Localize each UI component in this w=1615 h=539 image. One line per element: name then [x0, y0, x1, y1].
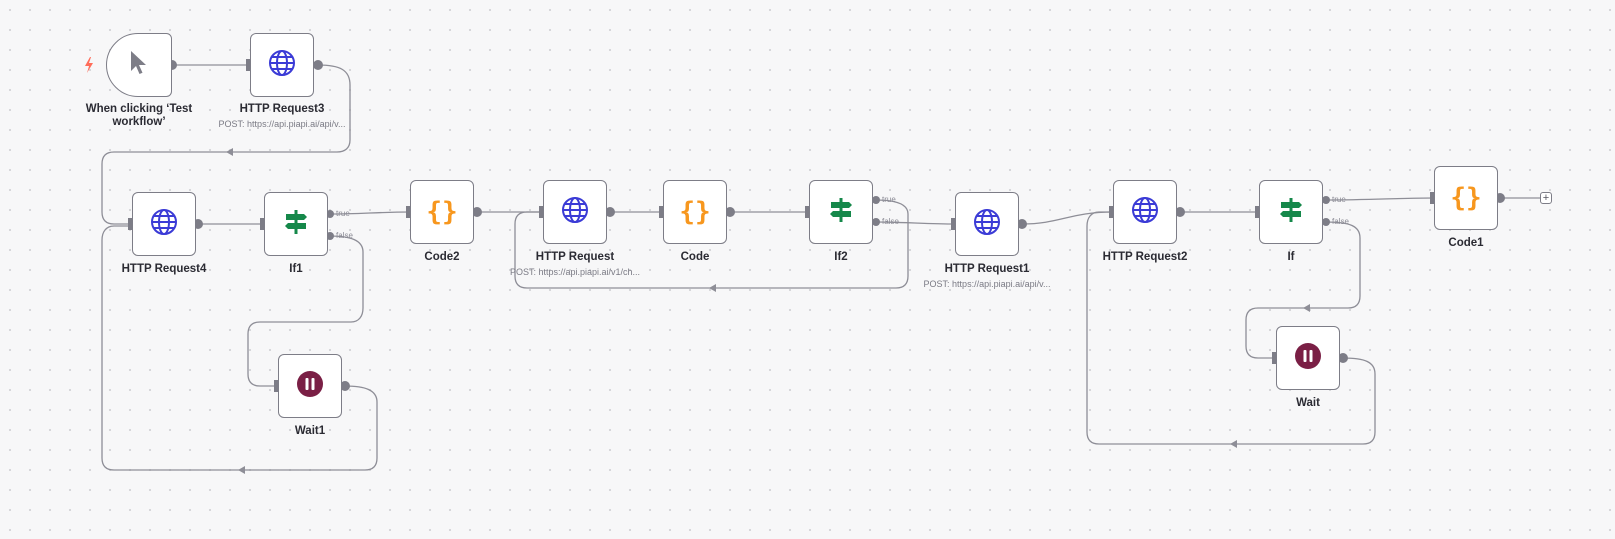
signpost-icon — [1277, 196, 1305, 229]
output-handle-false[interactable] — [326, 232, 334, 240]
output-handle-true[interactable] — [1322, 196, 1330, 204]
globe-icon — [973, 208, 1001, 241]
node-label: HTTP Request4 — [121, 263, 207, 275]
branch-label-false: false — [336, 231, 353, 240]
connection-if1-false-wait1[interactable] — [247, 235, 364, 387]
pause-icon — [296, 370, 324, 403]
trigger-bolt-icon — [84, 57, 94, 78]
branch-label-false: false — [882, 217, 899, 226]
input-handle[interactable] — [951, 218, 955, 230]
branch-label-true: true — [1332, 195, 1346, 204]
output-handle[interactable] — [1175, 207, 1185, 217]
input-handle[interactable] — [539, 206, 543, 218]
input-handle[interactable] — [1272, 352, 1276, 364]
node-label: Code1 — [1448, 237, 1484, 249]
branch-label-false: false — [1332, 217, 1349, 226]
node-label: If2 — [834, 251, 848, 263]
node-label: When clicking ‘Test workflow’ — [85, 103, 193, 128]
connections — [101, 64, 1540, 471]
output-handle[interactable] — [1338, 353, 1348, 363]
node-sublabel: POST: https://api.piapi.ai/api/v... — [923, 279, 1051, 289]
code-braces-icon: {} — [1450, 183, 1482, 213]
connection-http3-http4[interactable] — [101, 64, 351, 225]
connection-if-true-code1[interactable] — [1325, 197, 1435, 201]
branch-label-true: true — [882, 195, 896, 204]
connection-if1-true-code2[interactable] — [329, 211, 411, 215]
input-handle[interactable] — [260, 218, 264, 230]
node-http-request[interactable] — [543, 180, 607, 244]
pause-icon — [1294, 342, 1322, 375]
input-handle[interactable] — [805, 206, 809, 218]
output-handle-false[interactable] — [872, 218, 880, 226]
node-label: If — [1287, 251, 1295, 263]
node-label: Code — [680, 251, 710, 263]
node-wait[interactable] — [1276, 326, 1340, 390]
output-handle[interactable] — [313, 60, 323, 70]
branch-label-true: true — [336, 209, 350, 218]
input-handle[interactable] — [659, 206, 663, 218]
connection-if-false-wait[interactable] — [1245, 221, 1361, 359]
code-braces-icon: {} — [426, 197, 458, 227]
output-handle-false[interactable] — [1322, 218, 1330, 226]
input-handles — [128, 59, 1434, 392]
output-handles — [167, 60, 1505, 391]
output-handle[interactable] — [472, 207, 482, 217]
input-handle[interactable] — [128, 218, 132, 230]
node-label: If1 — [289, 263, 303, 275]
node-label: Code2 — [424, 251, 460, 263]
input-handle[interactable] — [274, 380, 278, 392]
globe-icon — [268, 49, 296, 82]
node-label: Wait1 — [294, 425, 326, 437]
connection-if2-false-http1[interactable] — [875, 221, 956, 225]
connection-http1-http2[interactable] — [1021, 211, 1114, 225]
node-if1[interactable] — [264, 192, 328, 256]
code-braces-icon: {} — [679, 197, 711, 227]
node-http-request2[interactable] — [1113, 180, 1177, 244]
node-if[interactable] — [1259, 180, 1323, 244]
input-handle[interactable] — [246, 59, 250, 71]
node-wait1[interactable] — [278, 354, 342, 418]
connection-wait1-http4[interactable] — [101, 225, 378, 471]
connection-wait-http2[interactable] — [1086, 211, 1376, 445]
node-code2[interactable]: {} — [410, 180, 474, 244]
signpost-icon — [827, 196, 855, 229]
node-code1[interactable]: {} — [1434, 166, 1498, 230]
connection-if2-true-http[interactable] — [514, 199, 909, 289]
node-label: HTTP Request3 — [239, 103, 325, 115]
output-handle[interactable] — [340, 381, 350, 391]
node-http-request4[interactable] — [132, 192, 196, 256]
node-if2[interactable] — [809, 180, 873, 244]
input-handle[interactable] — [1430, 192, 1434, 204]
node-http-request1[interactable] — [955, 192, 1019, 256]
node-label: HTTP Request2 — [1102, 251, 1188, 263]
globe-icon — [1131, 196, 1159, 229]
node-http-request3[interactable] — [250, 33, 314, 97]
input-handle[interactable] — [1109, 206, 1113, 218]
add-node-button[interactable]: + — [1540, 192, 1552, 204]
node-label: HTTP Request — [535, 251, 615, 263]
output-handle-true[interactable] — [326, 210, 334, 218]
input-handle[interactable] — [1255, 206, 1259, 218]
cursor-arrow-icon — [129, 50, 149, 81]
node-label: Wait — [1296, 397, 1320, 409]
globe-icon — [150, 208, 178, 241]
signpost-icon — [282, 208, 310, 241]
arrow-heads — [226, 148, 1310, 474]
node-trigger[interactable] — [106, 33, 172, 97]
input-handle[interactable] — [406, 206, 410, 218]
node-code[interactable]: {} — [663, 180, 727, 244]
node-label: HTTP Request1 — [944, 263, 1030, 275]
globe-icon — [561, 196, 589, 229]
output-handle[interactable] — [605, 207, 615, 217]
output-handle[interactable] — [725, 207, 735, 217]
output-handle[interactable] — [1017, 219, 1027, 229]
output-handle-true[interactable] — [872, 196, 880, 204]
node-sublabel: POST: https://api.piapi.ai/api/v... — [218, 119, 346, 129]
node-sublabel: POST: https://api.piapi.ai/v1/ch... — [509, 267, 641, 277]
